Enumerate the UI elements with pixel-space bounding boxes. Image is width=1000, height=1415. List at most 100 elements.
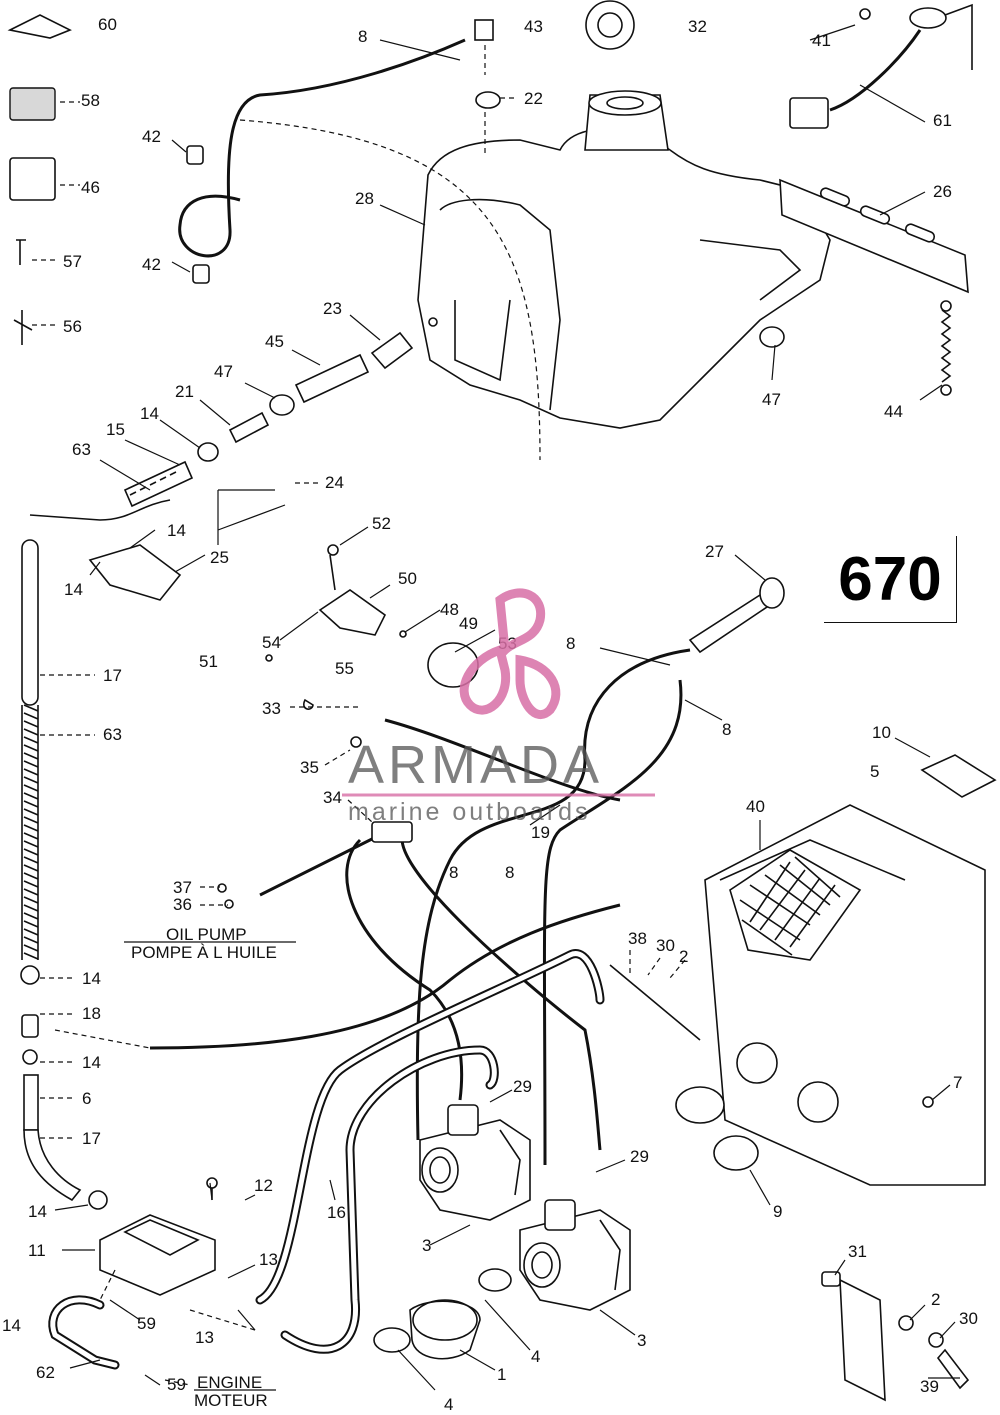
connectors	[7, 14, 72, 345]
callout-14: 14	[140, 404, 159, 423]
oil-line	[149, 903, 621, 1050]
callout-31: 31	[848, 1242, 867, 1261]
callout-2: 2	[931, 1290, 940, 1309]
choke-lever	[265, 544, 407, 662]
callout-48: 48	[440, 600, 459, 619]
callout-18: 18	[82, 1004, 101, 1023]
callout-14: 14	[2, 1316, 21, 1335]
vent-tube	[178, 38, 466, 258]
diagram-number: 670	[838, 545, 942, 614]
callout-10: 10	[872, 723, 891, 742]
callout-30: 30	[656, 936, 675, 955]
callout-8: 8	[722, 720, 731, 739]
callout-6: 6	[82, 1089, 91, 1108]
callout-28: 28	[355, 189, 374, 208]
callout-40: 40	[746, 797, 765, 816]
tank-bracket	[779, 178, 969, 294]
callout-14: 14	[167, 521, 186, 540]
primer-bracket	[29, 499, 182, 601]
callout-12: 12	[254, 1176, 273, 1195]
callout-42: 42	[142, 127, 161, 146]
callout-25: 25	[210, 548, 229, 567]
drain-hose	[20, 539, 108, 1210]
callout-45: 45	[265, 332, 284, 351]
callout-62: 62	[36, 1363, 55, 1382]
callout-16: 16	[327, 1203, 346, 1222]
choke-cable	[688, 577, 785, 654]
callout-32: 32	[688, 17, 707, 36]
callout-14: 14	[82, 1053, 101, 1072]
fuel-line-fittings	[123, 331, 414, 508]
carburetor-upper	[419, 1104, 531, 1221]
oil-pump-label: OIL PUMP	[166, 925, 247, 944]
callout-8: 8	[566, 634, 575, 653]
leader-lines	[32, 24, 960, 1391]
tension-spring	[940, 300, 952, 396]
watermark: ARMADA marine outboards	[342, 588, 655, 826]
engine-label-fr: MOTEUR	[194, 1391, 268, 1410]
callout-14: 14	[64, 580, 83, 599]
callout-8: 8	[358, 27, 367, 46]
filler-cap	[585, 0, 635, 50]
callout-37: 37	[173, 878, 192, 897]
callout-51: 51	[199, 652, 218, 671]
callout-13: 13	[195, 1328, 214, 1347]
callout-63: 63	[103, 725, 122, 744]
watermark-tagline: marine outboards	[348, 798, 591, 826]
callout-47: 47	[762, 390, 781, 409]
callout-47: 47	[214, 362, 233, 381]
propeller-logo-icon	[459, 588, 561, 719]
callout-29: 29	[513, 1077, 532, 1096]
callout-35: 35	[300, 758, 319, 777]
callout-7: 7	[953, 1073, 962, 1092]
callout-14: 14	[28, 1202, 47, 1221]
diagram-number-frame	[824, 536, 957, 623]
carburetor-lower	[519, 1199, 631, 1311]
callout-3: 3	[637, 1331, 646, 1350]
callout-30: 30	[959, 1309, 978, 1328]
callout-63: 63	[72, 440, 91, 459]
callout-54: 54	[262, 633, 281, 652]
decal	[920, 754, 997, 798]
fittings	[186, 19, 785, 348]
callout-14: 14	[82, 969, 101, 988]
callout-17: 17	[103, 666, 122, 685]
callout-27: 27	[705, 542, 724, 561]
callout-58: 58	[81, 91, 100, 110]
callout-15: 15	[106, 420, 125, 439]
callout-56: 56	[63, 317, 82, 336]
callout-34: 34	[323, 788, 342, 807]
callout-4: 4	[444, 1395, 453, 1414]
callout-23: 23	[323, 299, 342, 318]
callout-3: 3	[422, 1236, 431, 1255]
fuel-pump	[99, 1177, 218, 1296]
fuel-line-left	[415, 648, 691, 1141]
fuel-tank	[417, 90, 831, 429]
callout-55: 55	[335, 659, 354, 678]
callout-5: 5	[870, 762, 879, 781]
callout-41: 41	[812, 31, 831, 50]
callout-33: 33	[262, 699, 281, 718]
air-silencer	[609, 804, 986, 1186]
callout-57: 57	[63, 252, 82, 271]
callout-52: 52	[372, 514, 391, 533]
callout-19: 19	[531, 823, 550, 842]
callout-11: 11	[28, 1241, 46, 1260]
fuel-level-sender	[789, 3, 973, 129]
oil-pump-label-fr: POMPE À L HUILE	[131, 943, 277, 962]
callout-39: 39	[920, 1377, 939, 1396]
oil-pump-feed	[259, 833, 381, 897]
engine-label: ENGINE	[197, 1373, 262, 1392]
watermark-brand: ARMADA	[348, 735, 603, 795]
callout-labels: 60 8 43 32 41 58 22 61 42 46 28 26 57 42…	[2, 15, 978, 1414]
callout-8: 8	[505, 863, 514, 882]
callout-22: 22	[524, 89, 543, 108]
callout-4: 4	[531, 1347, 540, 1366]
callout-29: 29	[630, 1147, 649, 1166]
callout-2: 2	[679, 947, 688, 966]
callout-49: 49	[459, 614, 478, 633]
callout-50: 50	[398, 569, 417, 588]
callout-21: 21	[175, 382, 194, 401]
callout-26: 26	[933, 182, 952, 201]
